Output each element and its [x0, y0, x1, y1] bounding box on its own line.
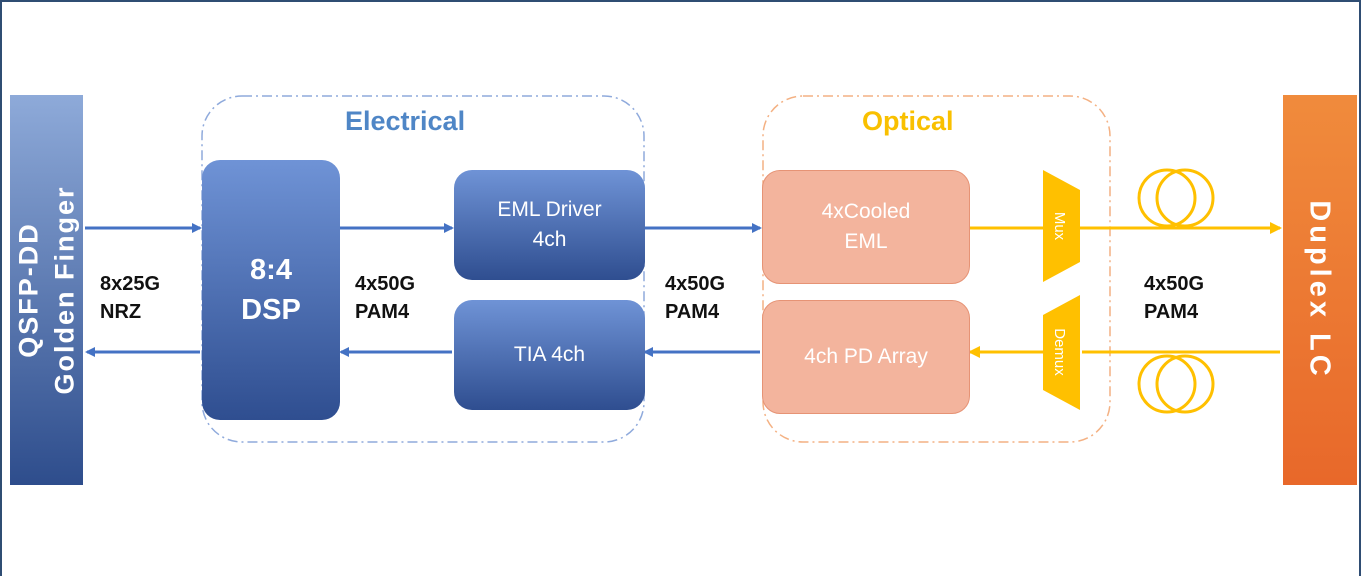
tia-block: TIA 4ch [454, 300, 645, 410]
eml-driver-line2: 4ch [532, 228, 567, 251]
electrical-group-title: Electrical [345, 106, 466, 136]
optical-group-title: Optical [862, 106, 954, 136]
qsfp-dd-golden-finger: QSFP-DD Golden Finger [10, 95, 83, 485]
fiber-side-signal-line1: 4x50G [1144, 273, 1205, 295]
mux-shape [1043, 170, 1080, 282]
electrical-group-outline [201, 95, 645, 443]
dsp-line1: 8:4 [250, 254, 292, 286]
host-signal-line2: NRZ [100, 301, 142, 323]
pd-array-block: 4ch PD Array [762, 300, 970, 414]
dsp-line2: DSP [241, 294, 301, 326]
tia-label: TIA 4ch [513, 343, 586, 366]
optical-side-signal-line2: PAM4 [665, 301, 720, 323]
demux-shape [1043, 295, 1080, 410]
pd-array-label: 4ch PD Array [804, 345, 928, 368]
fiber-coil-tx-icon [1137, 168, 1215, 228]
cooled-eml-line1: 4xCooled [821, 200, 911, 223]
eml-driver-block: EML Driver 4ch [454, 170, 645, 280]
optical-side-signal-label: 4x50G PAM4 [665, 270, 725, 326]
demux-label: Demux [1051, 328, 1068, 376]
cooled-eml-block: 4xCooled EML [762, 170, 970, 284]
eml-driver-line1: EML Driver [497, 198, 602, 221]
dsp-block: 8:4 DSP [202, 160, 340, 420]
fiber-side-signal-line2: PAM4 [1144, 301, 1199, 323]
host-signal-line1: 8x25G [100, 273, 161, 295]
duplex-lc-connector: Duplex LC [1283, 95, 1357, 485]
cooled-eml-line2: EML [844, 230, 888, 253]
dsp-side-signal-line1: 4x50G [355, 273, 416, 295]
dsp-side-signal-label: 4x50G PAM4 [355, 270, 415, 326]
host-signal-label: 8x25G NRZ [100, 270, 160, 326]
optical-side-signal-line1: 4x50G [665, 273, 726, 295]
left-interface-line1: QSFP-DD [13, 222, 44, 358]
fiber-coil-rx-icon [1137, 354, 1215, 414]
dsp-side-signal-line2: PAM4 [355, 301, 410, 323]
left-interface-line2: Golden Finger [49, 185, 80, 395]
mux-label: Mux [1051, 212, 1068, 241]
fiber-side-signal-label: 4x50G PAM4 [1144, 270, 1204, 326]
right-interface-label: Duplex LC [1304, 200, 1336, 380]
